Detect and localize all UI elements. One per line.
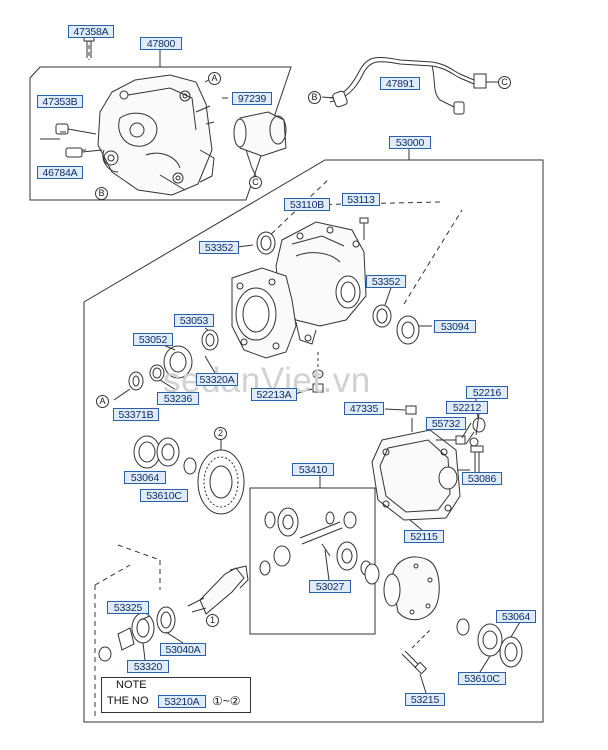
part-label-53325[interactable]: 53325 (107, 601, 149, 614)
ref-marker-a-actuator: A (208, 72, 221, 85)
part-label-47353B[interactable]: 47353B (37, 95, 83, 108)
actuator-housing-47800 (97, 74, 215, 196)
ref-marker-1-pinion: 1 (206, 614, 219, 627)
part-label-53040A[interactable]: 53040A (160, 643, 206, 656)
bolt-53113 (359, 217, 369, 240)
part-label-53352-right[interactable]: 53352 (366, 275, 406, 288)
ref-marker-b-actuator: B (95, 187, 108, 200)
differential-gears (259, 507, 372, 576)
ref-marker-2-ring-gear: 2 (214, 427, 227, 440)
part-label-53610C-right[interactable]: 53610C (458, 672, 506, 685)
rear-cover-52115 (371, 405, 486, 521)
part-label-53000[interactable]: 53000 (389, 136, 431, 149)
part-label-53320A[interactable]: 53320A (196, 373, 238, 386)
differential-case (364, 556, 440, 621)
ref-marker-b-harness: B (308, 91, 321, 104)
bolt-53215 (401, 629, 431, 675)
note-range: ①~② (212, 694, 241, 708)
part-label-53410[interactable]: 53410 (292, 463, 334, 476)
drive-pinion (187, 565, 249, 615)
part-label-53053[interactable]: 53053 (174, 314, 214, 327)
wiring-harness-47891 (321, 56, 500, 115)
part-label-53610C-left[interactable]: 53610C (140, 489, 188, 502)
part-label-53094[interactable]: 53094 (434, 320, 476, 333)
part-label-53113[interactable]: 53113 (342, 193, 380, 206)
note-title: NOTE (116, 679, 147, 691)
part-label-47335[interactable]: 47335 (344, 402, 384, 415)
ref-marker-c-harness: C (498, 76, 511, 89)
part-label-53064-right[interactable]: 53064 (496, 610, 536, 623)
pinion-bearings-lower (98, 606, 176, 662)
plug-52213A (312, 352, 324, 393)
part-label-52115[interactable]: 52115 (404, 530, 444, 543)
part-label-55732[interactable]: 55732 (426, 417, 466, 430)
part-label-53064-left[interactable]: 53064 (124, 471, 166, 484)
part-label-53352-upper[interactable]: 53352 (199, 241, 239, 254)
assembly-guide-lines (94, 177, 463, 720)
ring-gear (197, 432, 245, 515)
bearing-set-left (133, 435, 197, 475)
bearing-set-right (456, 618, 523, 668)
ref-marker-c-actuator: C (249, 176, 262, 189)
actuator-assembly-frame (29, 66, 292, 201)
part-label-53027[interactable]: 53027 (309, 580, 351, 593)
part-label-47891[interactable]: 47891 (380, 77, 420, 90)
connector-46784A (40, 138, 103, 158)
motor-97239 (233, 111, 287, 177)
main-assembly-frame (83, 159, 544, 723)
part-label-46784A[interactable]: 46784A (37, 166, 83, 179)
differential-gear-box (249, 487, 376, 635)
part-label-53052[interactable]: 53052 (133, 333, 173, 346)
part-label-53371B[interactable]: 53371B (113, 408, 159, 421)
part-label-53086[interactable]: 53086 (462, 472, 502, 485)
oil-seal-53352-right (372, 304, 392, 328)
oil-seal-53352-upper (256, 231, 276, 255)
pinion-bearing-stack (113, 329, 219, 401)
part-label-47358A[interactable]: 47358A (68, 25, 114, 38)
part-label-52212[interactable]: 52212 (446, 401, 488, 414)
part-label-53236[interactable]: 53236 (157, 392, 199, 405)
part-label-53215[interactable]: 53215 (405, 693, 445, 706)
carrier-housing-53110B (231, 221, 367, 359)
part-label-52213A[interactable]: 52213A (251, 388, 297, 401)
part-label-47800[interactable]: 47800 (140, 37, 182, 50)
note-part-label-53210A[interactable]: 53210A (158, 695, 206, 708)
flange-53094 (396, 315, 432, 345)
part-label-52216[interactable]: 52216 (466, 386, 508, 399)
part-label-53110B[interactable]: 53110B (284, 198, 330, 211)
part-label-53320[interactable]: 53320 (127, 660, 169, 673)
ref-marker-a-pinion: A (96, 395, 109, 408)
part-label-97239[interactable]: 97239 (232, 92, 272, 105)
note-prefix: THE NO (107, 695, 149, 707)
